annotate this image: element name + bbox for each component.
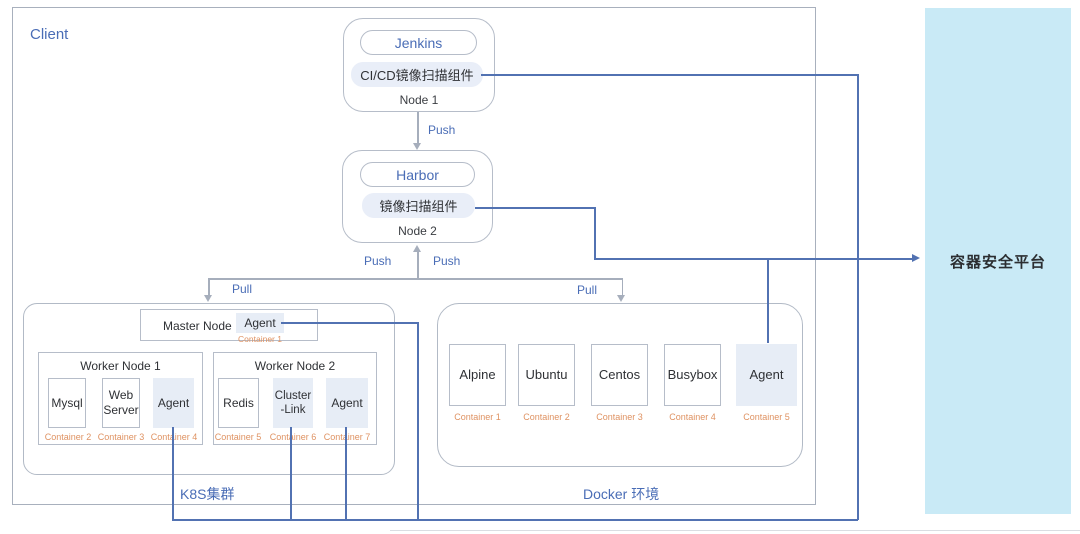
docker-env-title: Docker 环境: [583, 486, 660, 502]
worker-node2-box: Worker Node 2 Redis Cluster -Link Agent …: [213, 352, 377, 445]
connector-to-platform: [594, 258, 913, 260]
connector-harbor-scan-east: [475, 207, 595, 209]
docker-container5-label: Container 5: [743, 412, 790, 422]
pull-docker-label: Pull: [577, 283, 598, 297]
push-right-label: Push: [433, 254, 461, 268]
connector-right-trunk: [857, 74, 859, 520]
harbor-label: Harbor: [396, 166, 439, 183]
alpine-label: Alpine: [459, 366, 496, 382]
connector-harbor-scan-down: [594, 207, 596, 259]
mysql-label: Mysql: [51, 395, 83, 410]
worker-node1-box: Worker Node 1 Mysql Web Server Agent Con…: [38, 352, 203, 445]
master-agent-label: Agent: [244, 315, 276, 330]
connector-master-agent-down: [417, 322, 419, 520]
connector-cicd-east: [481, 74, 858, 76]
centos-container-box: Centos: [591, 344, 648, 406]
master-agent-box: Agent: [236, 313, 284, 333]
harbor-pill: Harbor: [360, 162, 475, 187]
bottom-divider: [390, 530, 1080, 531]
arrowhead-k8s-icon: [204, 295, 212, 302]
clusterlink-container-box: Cluster -Link: [273, 378, 313, 428]
docker-env-box: Alpine Ubuntu Centos Busybox Agent Conta…: [437, 303, 803, 467]
worker2-agent-label: Agent: [331, 395, 363, 410]
connector-bottom-bus: [172, 519, 858, 521]
webserver-container-box: Web Server: [102, 378, 140, 428]
node2-name: Node 2: [398, 224, 437, 238]
arrowhead-harbor-icon: [413, 245, 421, 252]
docker-container4-label: Container 4: [669, 412, 716, 422]
busybox-label: Busybox: [667, 366, 718, 382]
worker-node1-title: Worker Node 1: [80, 359, 161, 373]
image-scan-component-pill: 镜像扫描组件: [362, 193, 475, 218]
docker-container1-label: Container 1: [454, 412, 501, 422]
docker-agent-box: Agent: [736, 344, 797, 406]
docker-container2-label: Container 2: [523, 412, 570, 422]
container5-label: Container 5: [214, 432, 262, 442]
redis-label: Redis: [223, 395, 254, 410]
worker1-agent-box: Agent: [153, 378, 194, 428]
clusterlink-label: Cluster -Link: [274, 389, 312, 416]
arrowhead-docker-icon: [617, 295, 625, 302]
image-scan-component-label: 镜像扫描组件: [379, 199, 458, 214]
push-left-label: Push: [364, 254, 392, 268]
security-platform-label: 容器安全平台: [949, 253, 1046, 271]
ubuntu-container-box: Ubuntu: [518, 344, 575, 406]
client-label: Client: [30, 26, 69, 43]
arrowhead-platform-icon: [912, 254, 920, 262]
security-platform-panel: 容器安全平台: [925, 8, 1071, 514]
webserver-label: Web Server: [103, 388, 139, 417]
cicd-scan-component-pill: CI/CD镜像扫描组件: [351, 62, 483, 87]
connector-node1-to-node2: [417, 112, 419, 144]
arrowhead-node2-icon: [413, 143, 421, 150]
container4-label: Container 4: [150, 432, 198, 442]
container3-label: Container 3: [97, 432, 145, 442]
connector-clusterlink-down: [290, 427, 292, 520]
connector-pull-to-k8s: [208, 278, 210, 296]
master-agent-container-label: Container 1: [238, 334, 282, 344]
centos-label: Centos: [598, 366, 641, 382]
master-node-box: Master Node Agent Container 1: [140, 309, 318, 344]
docker-container3-label: Container 3: [596, 412, 643, 422]
connector-docker-agent-down: [767, 258, 769, 343]
busybox-container-box: Busybox: [664, 344, 721, 406]
worker-node2-title: Worker Node 2: [254, 359, 336, 373]
jenkins-pill: Jenkins: [360, 30, 477, 55]
worker1-agent-label: Agent: [157, 395, 190, 410]
master-node-label: Master Node: [163, 319, 232, 333]
connector-master-agent-east: [281, 322, 418, 324]
connector-pull-bus: [208, 278, 623, 280]
mysql-container-box: Mysql: [48, 378, 86, 428]
jenkins-label: Jenkins: [394, 34, 443, 51]
k8s-cluster-title: K8S集群: [180, 486, 235, 502]
connector-pull-to-docker: [621, 278, 623, 296]
worker2-agent-box: Agent: [326, 378, 368, 428]
redis-container-box: Redis: [218, 378, 259, 428]
pull-k8s-label: Pull: [232, 282, 253, 296]
connector-worker1-agent-down: [172, 427, 174, 520]
container7-label: Container 7: [323, 432, 371, 442]
alpine-container-box: Alpine: [449, 344, 506, 406]
container2-label: Container 2: [44, 432, 92, 442]
docker-agent-label: Agent: [749, 366, 784, 382]
connector-push-up-to-harbor: [417, 251, 419, 279]
node1-name: Node 1: [399, 93, 439, 107]
connector-worker2-agent-down: [345, 427, 347, 520]
container6-label: Container 6: [269, 432, 317, 442]
push-node1-label: Push: [428, 123, 456, 137]
cicd-scan-component-label: CI/CD镜像扫描组件: [360, 68, 474, 83]
ubuntu-label: Ubuntu: [525, 366, 568, 382]
